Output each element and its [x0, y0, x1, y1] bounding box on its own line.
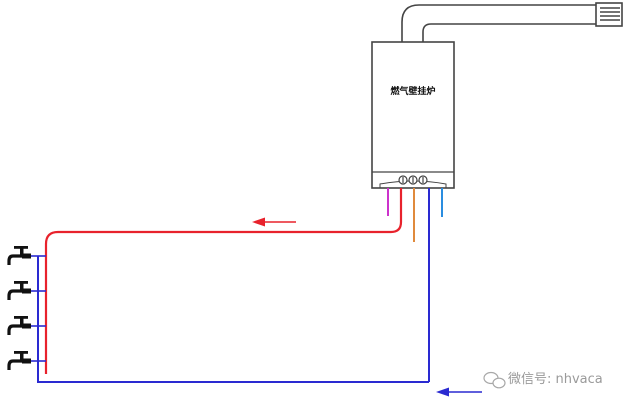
control-knobs: [398, 175, 428, 185]
hot-flow-arrow: [252, 217, 296, 227]
wall-hung-boiler: 燃气壁挂炉: [371, 41, 455, 189]
faucet-branches: [30, 255, 46, 362]
arrow-left-icon: [436, 387, 449, 397]
faucet-icon: [7, 351, 31, 370]
watermark-text: 微信号: nhvaca: [508, 372, 603, 387]
wechat-icon: [483, 371, 506, 389]
faucet-2: [7, 281, 31, 300]
faucet-4: [7, 351, 31, 370]
boiler-label: 燃气壁挂炉: [390, 85, 435, 97]
faucet-icon: [7, 246, 31, 265]
cold-inlet-arrow: [436, 387, 482, 397]
flue-pipe: [401, 2, 623, 42]
arrow-left-icon: [252, 217, 265, 227]
watermark: 微信号: nhvaca: [483, 371, 603, 389]
flue-terminal-icon: [600, 7, 620, 21]
cold-water-pipe: [37, 188, 430, 383]
faucet-1: [7, 246, 31, 265]
hot-water-pipe: [44, 188, 403, 374]
faucet-icon: [7, 316, 31, 335]
faucet-icon: [7, 281, 31, 300]
faucet-3: [7, 316, 31, 335]
